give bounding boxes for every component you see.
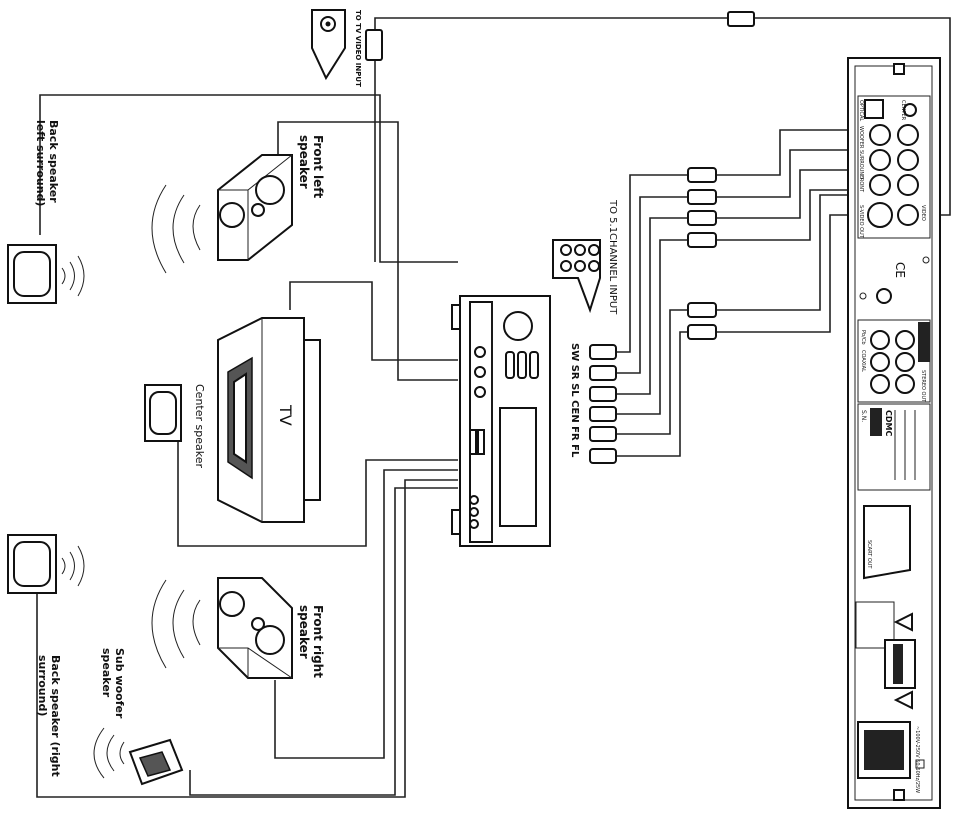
front-left-speaker [151,154,293,274]
av-receiver: SW SR SL CEN FR FL [451,295,580,547]
back-right-speaker [7,534,85,594]
brand-label: CDMC [884,410,893,436]
warning-labels [855,601,916,710]
front-left-label: Front left speaker [297,135,325,202]
rca-plugs-upper [687,167,717,340]
tv-video-input-label: TO TV VIDEO INPUT [354,10,362,87]
video-jack-label: VIDEO [920,205,926,221]
component-out-block: STEREO OUT COAXIAL Pb/Cb [857,319,931,403]
coaxial-label: COAXIAL [860,350,866,372]
video-cable [365,11,951,262]
power-block: ~100V-250V 50-60Hz/25W [857,721,925,793]
center-jack-label: CENTER [900,100,906,121]
product-label-sticker: CDMC S.N. [857,403,931,491]
surround-jack-label: SURROUND [858,150,864,179]
svideo-jack-label: S-VIDEO OUT [858,205,864,239]
serial-label: S.N. [860,410,867,422]
back-left-speaker [7,244,85,304]
ce-mark: CE [893,262,907,278]
front-right-speaker [151,577,293,679]
pbcb-label: Pb/Cb [860,330,866,345]
front-jack-label: FRONT [858,175,864,193]
back-left-label: Back speaker left surround) [34,120,60,207]
tv-label: TV [276,404,295,426]
rca-plugs-receiver [589,344,617,464]
tv-set: TV [217,317,321,523]
stereo-out-label: STEREO OUT [920,370,926,403]
back-right-label: Back speaker (right surround) [36,655,62,781]
player-rear-panel: CENTER OPTICAL WOOFER SURROUND FRONT S-V… [847,57,941,809]
channel-input-label: TO 5.1CHANNEL INPUT [607,199,618,315]
center-speaker-label: Center speaker [193,384,206,468]
receiver-jack-labels: SW SR SL CEN FR FL [569,343,580,458]
scart-port: SCART OUT [863,505,911,580]
audio-out-block: CENTER OPTICAL WOOFER SURROUND FRONT S-V… [857,95,931,239]
optical-jack-label: OPTICAL [858,100,864,121]
scart-label: SCART OUT [866,540,872,569]
sub-woofer-label: Sub woofer speaker [100,648,126,722]
channel-input-icon [552,239,601,314]
front-right-label: Front right speaker [297,605,325,682]
tv-video-input-icon: TO TV VIDEO INPUT [311,9,362,87]
woofer-jack-label: WOOFER [858,126,864,149]
speaker-wires [36,94,458,798]
center-speaker [144,384,182,442]
sub-woofer-speaker [93,727,184,786]
